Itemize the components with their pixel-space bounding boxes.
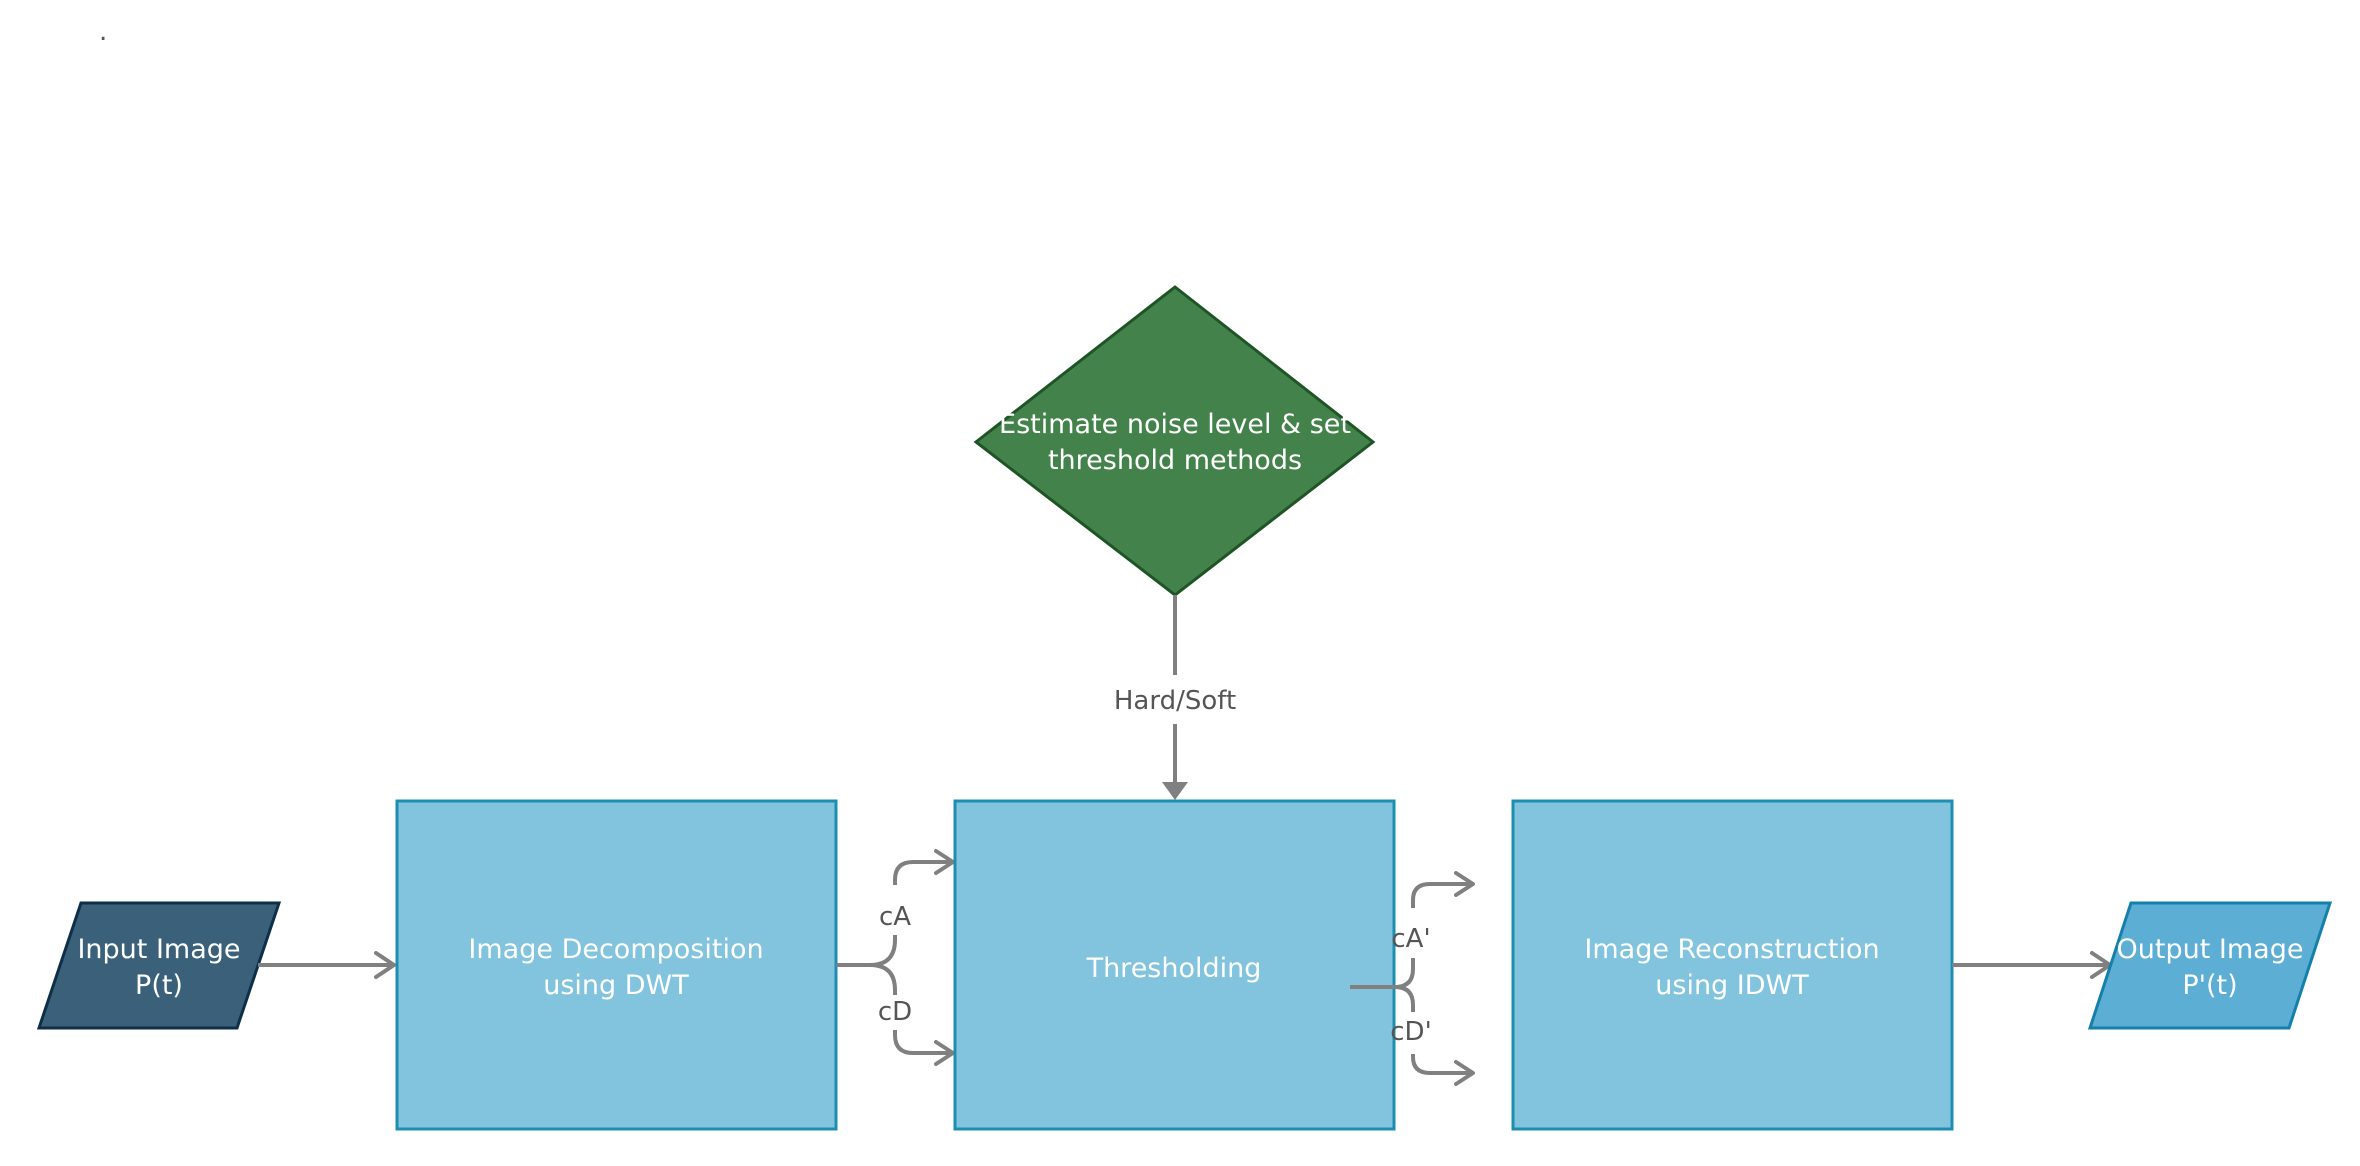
cd-arrowhead <box>934 1040 955 1066</box>
cd-branch <box>893 1030 950 1055</box>
edge-label-cd: cD <box>878 997 912 1027</box>
decision-label-line1: Estimate noise level & set <box>999 409 1351 440</box>
connector-decomposition-split: cA cD <box>836 849 955 1066</box>
connector-reconstruction-to-output <box>1952 951 2112 979</box>
decision-node[interactable]: Estimate noise level & set threshold met… <box>973 285 1376 597</box>
arrowhead-down <box>1162 782 1188 800</box>
input-node[interactable]: Input Image P(t) <box>36 901 282 1030</box>
reconstruction-shape <box>1511 799 1954 1131</box>
reconstruction-node[interactable]: Image Reconstruction using IDWT <box>1511 799 1954 1131</box>
split-stem-upper-prime <box>1394 958 1415 989</box>
decomposition-label-line2: using DWT <box>543 970 689 1001</box>
decomposition-label-line1: Image Decomposition <box>468 934 763 965</box>
output-label-line1: Output Image <box>2117 934 2304 965</box>
ca-arrowhead <box>934 849 955 875</box>
thresholding-label: Thresholding <box>1086 953 1262 984</box>
stray-dot: . <box>99 17 107 47</box>
edge-label-ca-prime: cA' <box>1391 924 1430 954</box>
input-label-line1: Input Image <box>77 934 240 965</box>
output-shape <box>2087 901 2333 1030</box>
decomposition-shape <box>395 799 838 1131</box>
edge-label-ca: cA <box>879 902 911 932</box>
connector-thresholding-split: cA' cD' <box>1350 871 1475 1086</box>
ca-prime-arrowhead <box>1454 871 1475 897</box>
cd-prime-arrowhead <box>1454 1060 1475 1086</box>
reconstruction-label-line1: Image Reconstruction <box>1584 934 1879 965</box>
edge-label-cd-prime: cD' <box>1390 1017 1431 1047</box>
thresholding-shape <box>953 799 1396 1131</box>
decomposition-node[interactable]: Image Decomposition using DWT <box>395 799 838 1131</box>
split-stem-upper <box>836 935 897 967</box>
ca-prime-branch <box>1411 882 1470 908</box>
input-label-line2: P(t) <box>135 970 183 1001</box>
edge-label-hard-soft: Hard/Soft <box>1114 686 1236 716</box>
ca-branch <box>893 860 950 885</box>
arrowhead-right <box>374 951 396 979</box>
input-shape <box>36 901 282 1030</box>
reconstruction-label-line2: using IDWT <box>1655 970 1809 1001</box>
cd-prime-branch <box>1411 1054 1470 1075</box>
decision-shape <box>973 285 1376 597</box>
connector-input-to-decomposition <box>258 951 396 979</box>
output-label-line2: P'(t) <box>2182 970 2237 1001</box>
connector-decision-to-thresholding: Hard/Soft <box>1114 595 1236 800</box>
split-stem-lower <box>869 963 897 995</box>
split-stem-lower-prime <box>1394 985 1415 1012</box>
thresholding-node[interactable]: Thresholding <box>953 799 1396 1131</box>
output-node[interactable]: Output Image P'(t) <box>2087 901 2333 1030</box>
decision-label-line2: threshold methods <box>1048 445 1302 476</box>
